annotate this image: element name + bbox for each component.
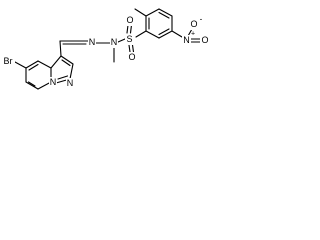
nitro-nitrogen-charge: + (191, 31, 195, 38)
bond (27, 81, 36, 87)
bond (134, 8, 147, 17)
ring-nitrogen-imidazole-label: N (67, 78, 74, 88)
bond (158, 28, 170, 36)
bond (57, 75, 69, 80)
sulfonyl-oxygen-top-label: O (126, 15, 133, 25)
imine-nitrogen-label: N (89, 37, 96, 47)
bonds (14, 8, 201, 90)
nitro-oxygen-top-label: O (190, 19, 197, 29)
bond (14, 61, 27, 69)
bond (37, 81, 52, 90)
bond (126, 24, 129, 34)
bond (158, 30, 173, 39)
bond (145, 30, 160, 39)
bond (59, 40, 62, 57)
bond (158, 11, 170, 19)
bond (25, 60, 39, 69)
bond (145, 8, 160, 17)
bromine-label: Br (4, 56, 13, 66)
bond (128, 44, 131, 53)
bond (60, 55, 74, 65)
nitro-oxygen-charge: - (200, 15, 203, 24)
chemical-structure-diagram: Br N N N N S O O N + O - O (1, 8, 210, 90)
bond (117, 38, 126, 43)
nitro-nitrogen-label: N (183, 35, 190, 45)
bond (25, 81, 39, 90)
bond (50, 55, 62, 69)
ring-nitrogen-bridgehead-label: N (50, 77, 57, 87)
bond (131, 44, 135, 53)
sulfonyl-oxygen-bottom-label: O (128, 52, 135, 62)
atom-labels: Br N N N N S O O N + O - O (1, 15, 210, 88)
bond (69, 63, 74, 80)
bond (135, 30, 147, 38)
bond (129, 24, 133, 34)
sulfur-label: S (126, 34, 132, 44)
bond (37, 60, 52, 69)
bond (28, 63, 39, 71)
nitro-oxygen-right-label: O (201, 35, 208, 45)
methyl-nitrogen-label: N (111, 37, 118, 47)
bond (61, 59, 71, 67)
bond (187, 28, 193, 37)
bond (171, 30, 183, 38)
bond (158, 8, 173, 17)
